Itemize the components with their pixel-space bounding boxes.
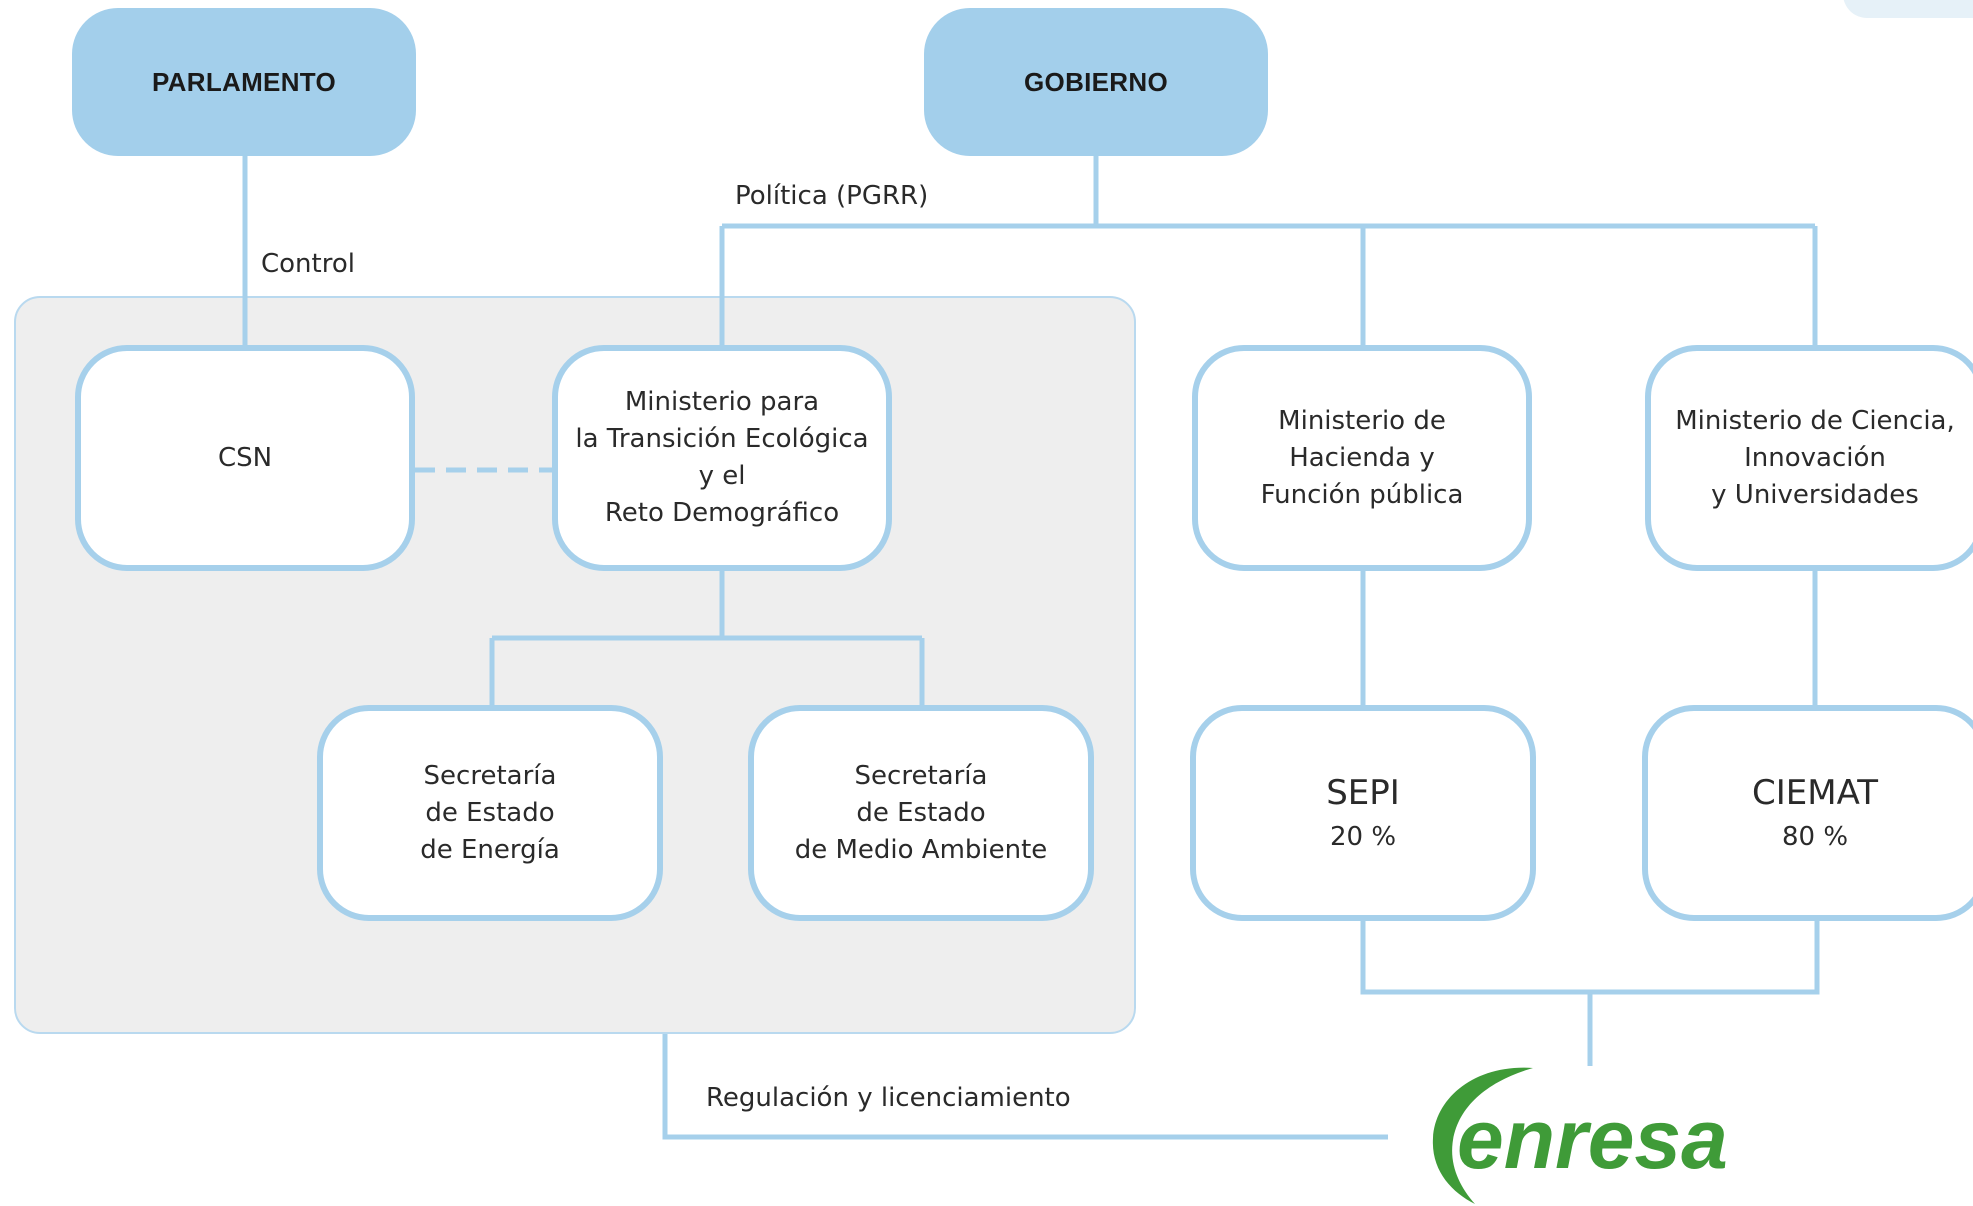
hacienda-line-3: Función pública [1260,479,1464,510]
connector-owners-bar [1360,920,1820,995]
enresa-logo-swoosh [1432,1067,1533,1204]
sec-medio-line-3: de Medio Ambiente [794,834,1048,865]
sec-medio-line-1: Secretaría [854,760,988,791]
ciemat-box: CIEMAT 80 % [1642,705,1973,921]
sec-energia-line-2: de Estado [425,797,555,828]
politica-label: Política (PGRR) [735,181,929,211]
ciencia-box: Ministerio de Ciencia, Innovación y Univ… [1645,345,1973,571]
sepi-share: 20 % [1329,822,1397,852]
connector-regulacion [662,1034,1388,1140]
ciencia-line-3: y Universidades [1711,479,1919,510]
ciemat-share: 80 % [1781,822,1849,852]
regulacion-label: Regulación y licenciamiento [706,1083,1071,1113]
hacienda-line-1: Ministerio de [1278,405,1446,436]
sec-medio-box: Secretaría de Estado de Medio Ambiente [748,705,1094,921]
sec-energia-line-1: Secretaría [423,760,557,791]
gobierno-node: GOBIERNO [924,8,1268,156]
sepi-box: SEPI 20 % [1190,705,1536,921]
corner-tab [1843,0,1973,18]
miteco-line-2: la Transición Ecológica [575,424,869,454]
csn-label: CSN [217,442,273,473]
parlamento-node: PARLAMENTO [72,8,416,156]
ciencia-line-1: Ministerio de Ciencia, [1675,405,1955,436]
hacienda-line-2: Hacienda y [1289,442,1435,473]
miteco-line-3: y el [698,461,746,491]
ciencia-line-2: Innovación [1744,442,1886,473]
sec-energia-line-3: de Energía [420,834,560,865]
enresa-logo-text: enresa [1457,1092,1728,1186]
miteco-box: Ministerio para la Transición Ecológica … [552,345,892,571]
miteco-line-1: Ministerio para [624,387,820,417]
sec-medio-line-2: de Estado [856,797,986,828]
hacienda-box: Ministerio de Hacienda y Función pública [1192,345,1532,571]
sec-energia-box: Secretaría de Estado de Energía [317,705,663,921]
control-label: Control [261,249,355,279]
enresa-logo: enresa [1432,1067,1728,1204]
csn-box: CSN [75,345,415,571]
miteco-line-4: Reto Demográfico [604,498,840,528]
sepi-name: SEPI [1326,773,1400,813]
ciemat-name: CIEMAT [1752,773,1878,813]
